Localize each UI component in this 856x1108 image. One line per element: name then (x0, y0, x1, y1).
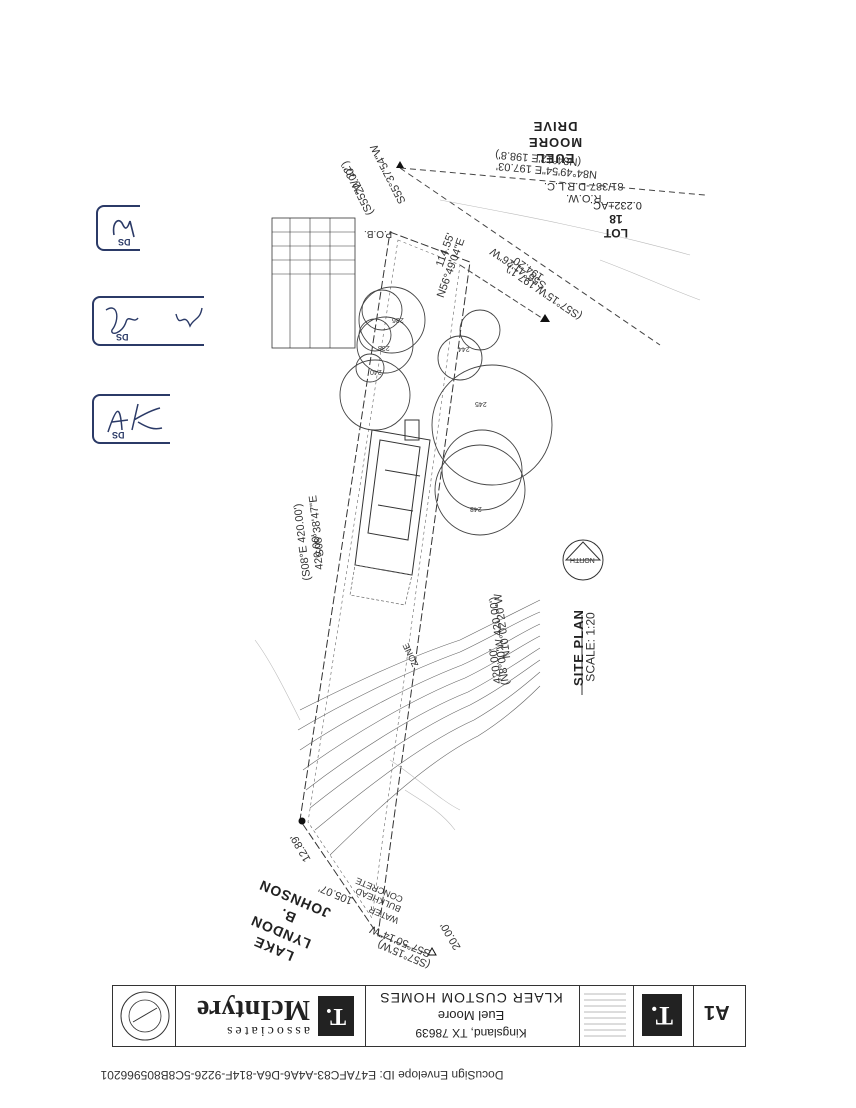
tree-label: 240 (370, 368, 382, 375)
street-name-line2: MOORE (528, 135, 583, 150)
east-line (459, 264, 546, 321)
tree-canopies (339, 286, 553, 536)
initial-box-3: DS (92, 394, 170, 444)
lot-number: 18 (609, 212, 623, 226)
revision-cell (579, 986, 630, 1046)
title-block: McIntyre associates T. KLAER CUSTOM HOME… (112, 985, 746, 1047)
tree-label: 248 (470, 505, 482, 512)
north-label: NORTH (570, 556, 595, 563)
lot-area: 0.232±AC. (590, 199, 642, 211)
pob-label: P.O.B. (364, 228, 393, 239)
tree-label: 236 (392, 316, 404, 323)
initial-box-2: DS (92, 296, 204, 346)
corner-marker-east (540, 314, 550, 322)
ds-label-1: DS (118, 237, 131, 247)
tree-label: 245 (475, 400, 487, 407)
project-cell: KLAER CUSTOM HOMES Euel Moore Kingsland,… (365, 986, 576, 1046)
initial-box-1: DS (96, 205, 140, 251)
company-sub: associates (224, 1023, 310, 1038)
lot-block: LOT 18 0.232±AC. (590, 198, 642, 240)
north-arrow (562, 539, 604, 581)
corner-marker-top (396, 161, 404, 168)
contour-lines (297, 599, 541, 856)
lot-boundary (299, 231, 471, 937)
envelope-id: DocuSign Envelope ID: E47AFC83-A4A6-D6A-… (100, 1068, 504, 1082)
tree-table (271, 217, 356, 349)
company-cell: McIntyre associates T. (175, 986, 362, 1046)
street-name-line3: DRIVE (532, 119, 578, 134)
setback-boundary (307, 239, 461, 919)
driveway-outline (349, 564, 413, 606)
sheet-cell: A1 (693, 986, 744, 1046)
project-address: Kingsland, TX 78639 (415, 1026, 527, 1040)
logo-mark: T. (642, 994, 682, 1036)
corner-marker-lake (298, 817, 306, 825)
client-name: KLAER CUSTOM HOMES (379, 990, 563, 1006)
tree-label: 244 (458, 345, 470, 352)
initial-signature-2 (105, 307, 203, 334)
site-plan-scale: SCALE: 1:20 (583, 612, 598, 682)
street-line-top (399, 167, 706, 196)
ds-label-2: DS (116, 332, 129, 342)
company-logo: T. (318, 996, 354, 1036)
initial-signature-3 (107, 403, 163, 433)
bottom-line (377, 934, 431, 956)
engineer-seal (120, 991, 170, 1041)
terrain-lines (254, 199, 701, 831)
house-footprint (354, 419, 431, 576)
street-line-diag (399, 167, 661, 346)
project-name: Euel Moore (437, 1008, 505, 1023)
tree-label: 238 (378, 344, 390, 351)
corner-marker-bottom (427, 946, 437, 956)
row-ref: 81/387-D.R.L.C. (544, 180, 624, 192)
lot-label: LOT (603, 226, 628, 240)
initial-signature-1 (112, 219, 135, 238)
sheet-number: A1 (704, 1001, 730, 1023)
company-name: McIntyre (197, 994, 310, 1025)
ds-label-3: DS (112, 430, 125, 440)
revision-lines (584, 993, 626, 1037)
logo-cell: T. (633, 986, 692, 1046)
